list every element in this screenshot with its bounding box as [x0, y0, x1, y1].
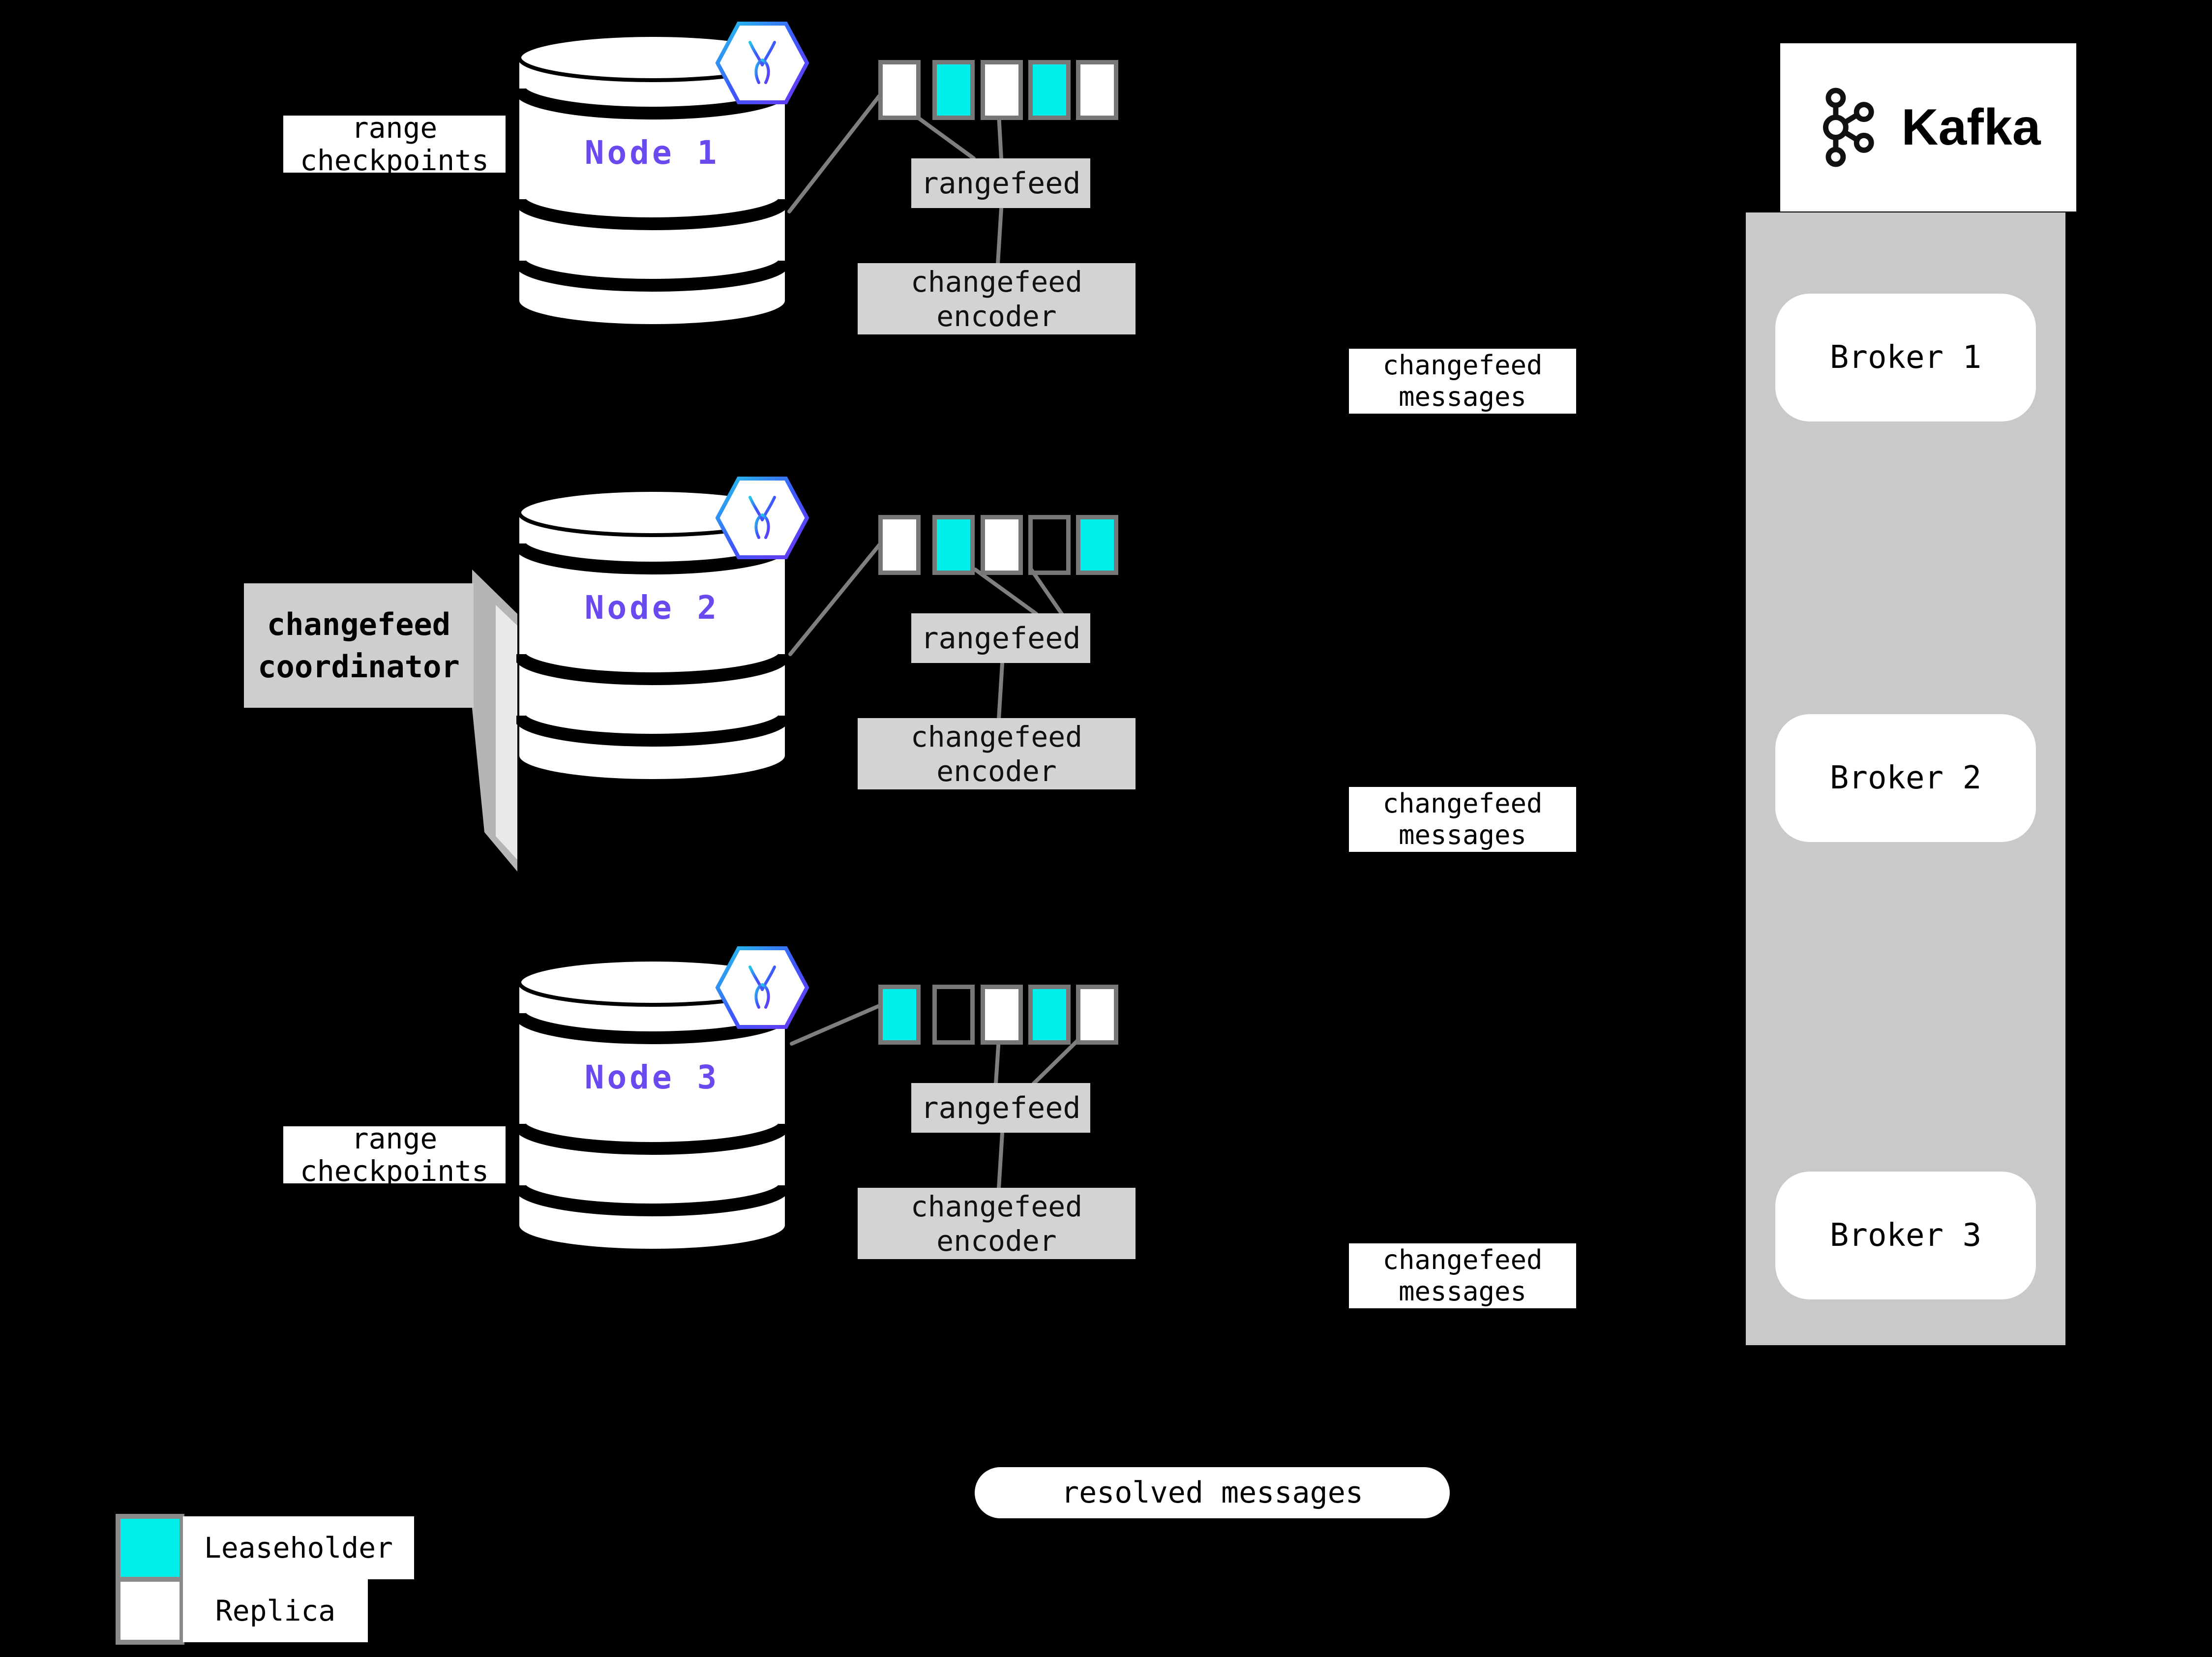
- label-line: messages: [1398, 1276, 1527, 1307]
- node1-name: Node 1: [585, 134, 719, 172]
- label-line: changefeed: [910, 1189, 1083, 1223]
- broker1-arrowhead-icon: [2057, 334, 2087, 352]
- legend-replica-label: Replica: [183, 1579, 368, 1642]
- label-line: checkpoints: [299, 144, 489, 177]
- label-line: messages: [1398, 381, 1527, 412]
- legend-leaseholder-label: Leaseholder: [183, 1516, 414, 1579]
- range-rect: [932, 985, 975, 1045]
- resolved-messages-pill: resolved messages: [975, 1467, 1450, 1518]
- range-rect: [981, 985, 1023, 1045]
- changefeed-messages-label-1: changefeed messages: [1349, 349, 1576, 414]
- changefeed-messages-label-3: changefeed messages: [1349, 1243, 1576, 1308]
- kafka-logo-box: Kafka: [1780, 43, 2076, 211]
- broker-label: Broker 2: [1829, 760, 1982, 796]
- legend-replica-swatch: [116, 1577, 184, 1645]
- legend-leaseholder-swatch: [116, 1514, 184, 1582]
- label-line: encoder: [936, 299, 1057, 333]
- resolved-messages-label: resolved messages: [1061, 1476, 1364, 1510]
- changefeed-messages-label-2: changefeed messages: [1349, 787, 1576, 852]
- range-rect: [878, 985, 921, 1045]
- label-line: messages: [1398, 819, 1527, 850]
- broker-label: Broker 1: [1829, 339, 1982, 376]
- node2-cylinder: Node 2: [516, 488, 788, 779]
- changefeed-coordinator-label: changefeed coordinator: [244, 583, 474, 708]
- cockroachdb-icon: [716, 22, 809, 104]
- rangefeed-label: rangefeed: [921, 621, 1081, 656]
- range-rect: [932, 515, 975, 575]
- label-line: changefeed: [1382, 788, 1543, 819]
- range-checkpoints-label-node1: range checkpoints: [283, 112, 506, 177]
- range-checkpoints-label-node3: range checkpoints: [283, 1122, 506, 1187]
- range-rect: [1028, 60, 1071, 120]
- label-line: changefeed: [267, 606, 451, 642]
- rangefeed-box-node3: rangefeed: [911, 1083, 1090, 1133]
- range-rect: [981, 60, 1023, 120]
- label-line: range: [351, 1122, 438, 1155]
- range-rect: [1076, 985, 1118, 1045]
- rangefeed-box-node1: rangefeed: [911, 158, 1090, 208]
- range-rect: [981, 515, 1023, 575]
- broker-box-1: Broker 1: [1775, 294, 2036, 422]
- rangefeed-box-node2: rangefeed: [911, 613, 1090, 663]
- label-line: encoder: [936, 754, 1057, 788]
- cockroachdb-icon: [716, 946, 809, 1029]
- label-line: coordinator: [258, 648, 460, 685]
- label-line: changefeed: [1382, 350, 1543, 381]
- kafka-logo-icon: [1823, 88, 1874, 167]
- range-rect: [932, 60, 975, 120]
- broker-label: Broker 3: [1829, 1217, 1982, 1254]
- node2-name: Node 2: [585, 589, 719, 627]
- label-line: Leaseholder: [204, 1531, 393, 1565]
- label-line: checkpoints: [299, 1154, 489, 1188]
- label-line: range: [351, 111, 438, 145]
- label-line: encoder: [936, 1224, 1057, 1258]
- label-line: changefeed: [910, 265, 1083, 299]
- node3-cylinder: Node 3: [516, 958, 788, 1249]
- changefeed-encoder-box-node3: changefeed encoder: [858, 1188, 1136, 1259]
- range-rect: [1076, 60, 1118, 120]
- label-line: Replica: [215, 1594, 336, 1627]
- coordinator-callout-arrow: [472, 570, 517, 872]
- node1-cylinder: Node 1: [516, 33, 788, 324]
- label-line: changefeed: [910, 720, 1083, 753]
- kafka-title: Kafka: [1901, 98, 2041, 156]
- cockroachdb-icon: [716, 477, 809, 559]
- range-rect: [1076, 515, 1118, 575]
- changefeed-encoder-box-node1: changefeed encoder: [858, 263, 1136, 334]
- changefeed-encoder-box-node2: changefeed encoder: [858, 718, 1136, 789]
- node3-name: Node 3: [585, 1058, 719, 1096]
- broker-box-2: Broker 2: [1775, 714, 2036, 842]
- range-rect: [878, 60, 921, 120]
- range-rect: [1028, 515, 1071, 575]
- rangefeed-label: rangefeed: [921, 1090, 1081, 1125]
- label-line: changefeed: [1382, 1244, 1543, 1275]
- range-rect: [1028, 985, 1071, 1045]
- broker-box-3: Broker 3: [1775, 1172, 2036, 1299]
- rangefeed-label: rangefeed: [921, 166, 1081, 201]
- range-rect: [878, 515, 921, 575]
